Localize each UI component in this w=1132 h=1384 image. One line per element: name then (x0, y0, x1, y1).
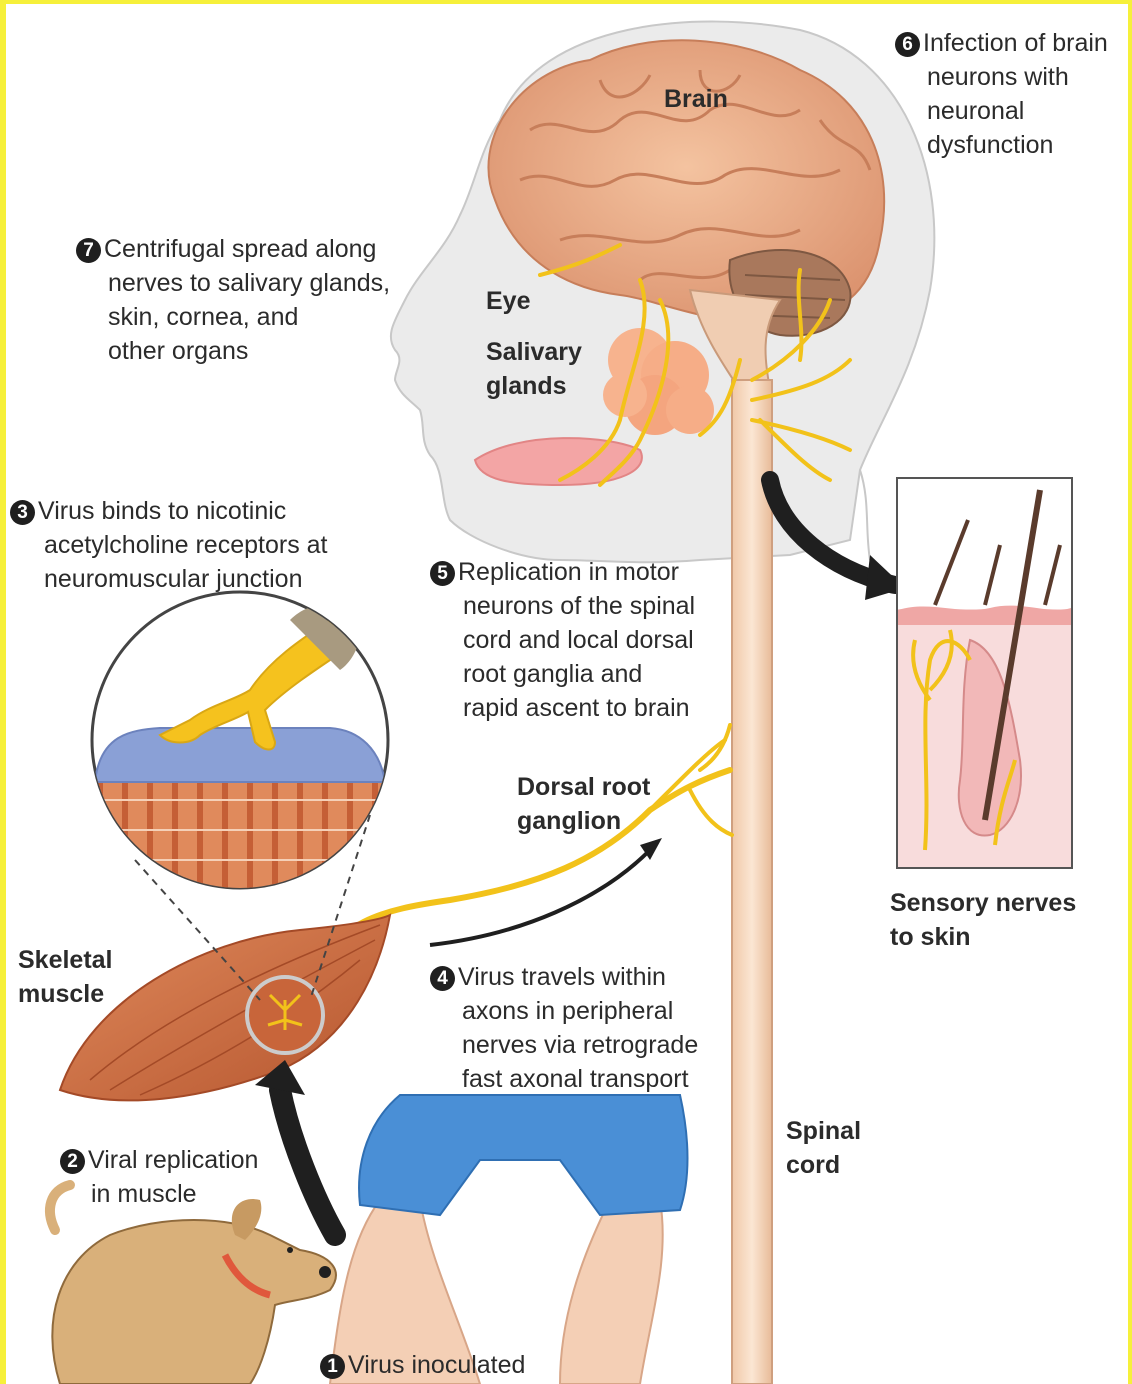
spinal-cord (732, 380, 772, 1384)
step-number-badge: 1 (320, 1354, 345, 1379)
step-number-badge: 3 (10, 500, 35, 525)
dog (50, 1185, 336, 1384)
step-number-badge: 5 (430, 561, 455, 586)
step-number-badge: 2 (60, 1149, 85, 1174)
step-number-badge: 6 (895, 32, 920, 57)
label-eye: Eye (486, 284, 530, 318)
human-legs (330, 1095, 688, 1384)
step-number-badge: 4 (430, 966, 455, 991)
label-brain: Brain (664, 82, 728, 116)
skin-cross-section (897, 478, 1072, 868)
step-number-badge: 7 (76, 238, 101, 263)
